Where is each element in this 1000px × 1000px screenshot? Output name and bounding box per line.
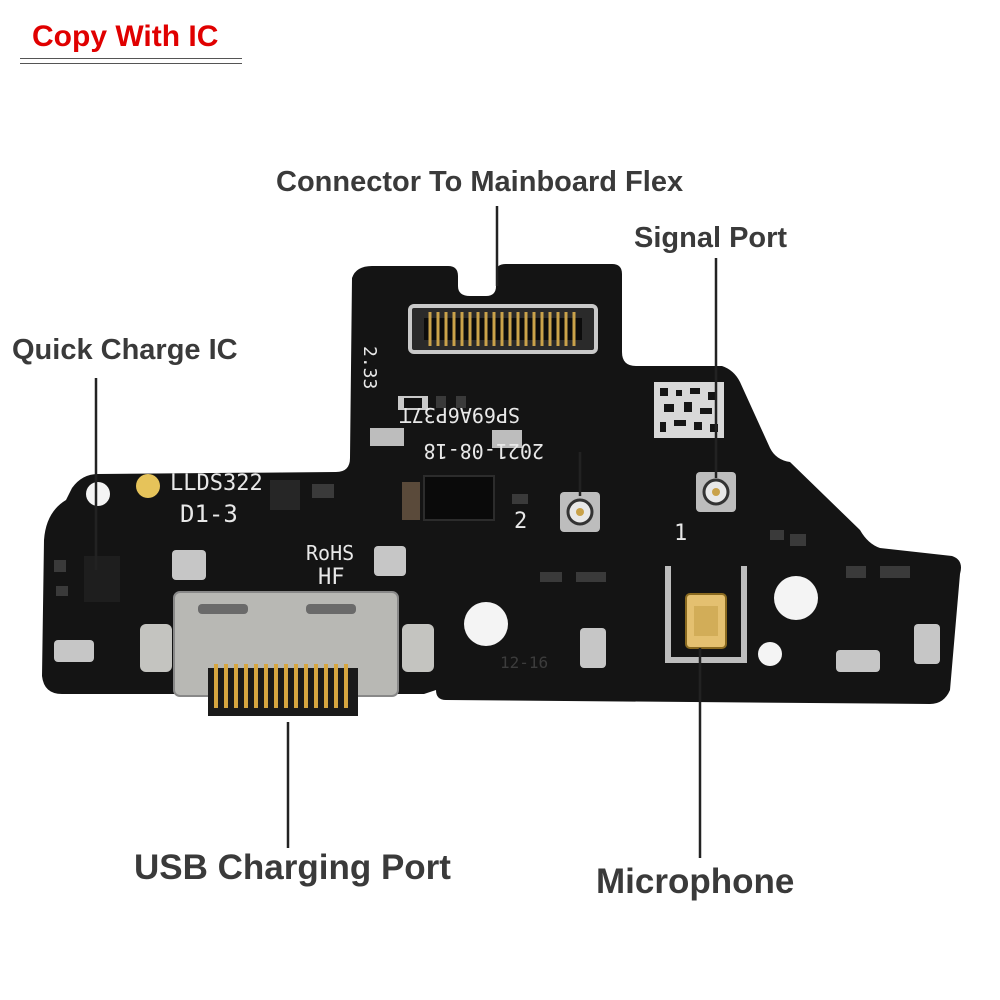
- port-2-marking: 2: [514, 509, 527, 534]
- mounting-hole: [86, 482, 110, 506]
- badge-text: Copy With IC: [32, 20, 219, 53]
- part-marking: SP69A6P37T: [400, 403, 520, 427]
- usb-c-port: [140, 591, 434, 716]
- signal-port-1: [696, 472, 736, 512]
- solder-pads: [54, 546, 940, 672]
- vertical-marking: 2.33: [359, 346, 380, 389]
- quick-charge-ic-label: Quick Charge IC: [12, 334, 238, 366]
- signal-port-2: [560, 492, 600, 532]
- faint-marking: 12-16: [500, 653, 548, 672]
- data-matrix-code: [654, 382, 724, 438]
- rev-marking: D1-3: [180, 500, 238, 528]
- copy-with-ic-badge: Copy With IC: [18, 8, 244, 70]
- flex-connector: [408, 304, 598, 354]
- mounting-hole: [464, 602, 508, 646]
- mounting-hole: [758, 642, 782, 666]
- usb-charging-port-label: USB Charging Port: [134, 848, 451, 887]
- smd-components: [54, 396, 910, 602]
- microphone-module: [665, 566, 747, 663]
- badge-underline: [20, 58, 242, 59]
- rohs-marking: RoHS: [306, 541, 354, 565]
- date-marking: 2021-08-18: [424, 439, 544, 463]
- badge-underline-2: [20, 63, 242, 64]
- microphone-label: Microphone: [596, 862, 795, 901]
- signal-port-label: Signal Port: [634, 222, 788, 254]
- lot-marking: LLDS322: [170, 471, 263, 496]
- hf-marking: HF: [318, 565, 345, 590]
- connector-label: Connector To Mainboard Flex: [276, 166, 684, 198]
- mounting-hole: [774, 576, 818, 620]
- port-1-marking: 1: [674, 521, 687, 546]
- gold-dot: [136, 474, 160, 498]
